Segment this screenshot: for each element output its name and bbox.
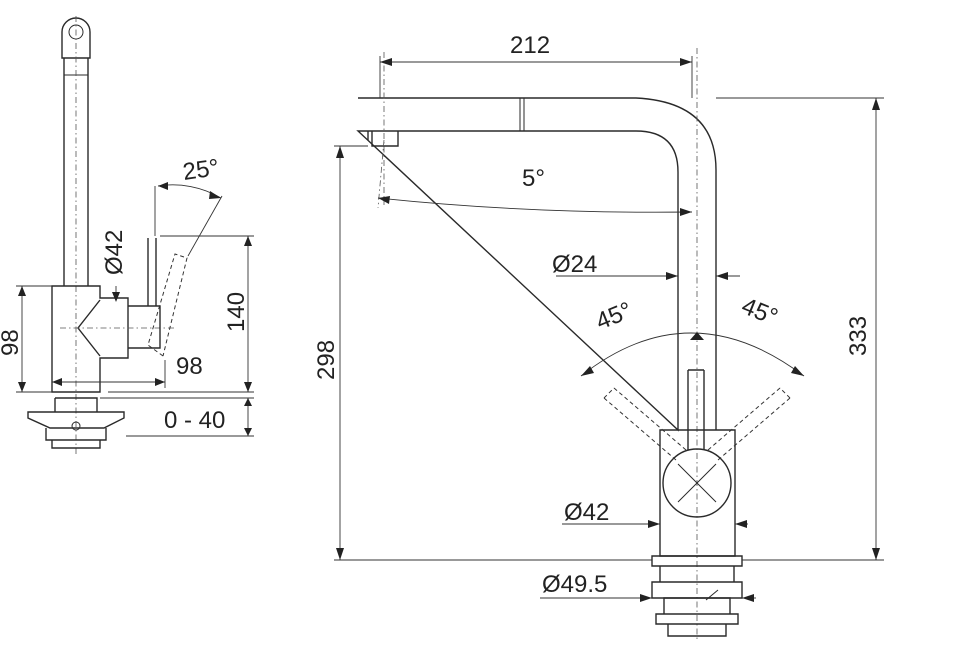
front-298-arrow-bottom bbox=[336, 548, 344, 560]
side-angle-arrow-a bbox=[158, 182, 168, 190]
side-reach-arrow-right bbox=[155, 378, 165, 386]
front-spout bbox=[356, 97, 717, 432]
side-height-label: 140 bbox=[223, 292, 250, 332]
front-298-arrow-top bbox=[336, 146, 344, 158]
front-view: 212 5° Ø24 45° 45° Ø42 Ø49.5 bbox=[313, 32, 884, 640]
front-body-dia-label: Ø42 bbox=[564, 499, 609, 526]
front-height-total-label: 333 bbox=[845, 316, 872, 356]
side-reach-arrow-left bbox=[52, 378, 62, 386]
side-top-knob bbox=[61, 17, 91, 59]
side-base-plate bbox=[27, 411, 125, 429]
side-body bbox=[51, 285, 129, 393]
front-handle-left bbox=[603, 387, 687, 461]
side-angle-ext-2 bbox=[187, 195, 223, 257]
side-handle-dia-arrow bbox=[112, 292, 120, 302]
front-angle-arrow-left bbox=[581, 366, 594, 376]
front-angle-left-label: 45° bbox=[592, 297, 636, 336]
front-width-label: 212 bbox=[510, 32, 550, 59]
side-140-arrow-top bbox=[244, 236, 252, 246]
side-view: 25° Ø42 140 98 98 0 - 40 bbox=[0, 16, 254, 455]
front-tilt-line bbox=[377, 139, 385, 209]
front-angle-arc bbox=[580, 332, 805, 377]
front-spout-dia-arrow-b bbox=[716, 272, 728, 280]
front-spray-head bbox=[367, 131, 399, 147]
front-angle-right-label: 45° bbox=[738, 293, 782, 332]
side-riser bbox=[63, 58, 89, 286]
side-base-bolt bbox=[71, 421, 81, 431]
side-deck-arrow-bottom bbox=[244, 428, 252, 436]
front-body-dia-arrow-b bbox=[735, 520, 747, 528]
front-angle-arrow-top bbox=[690, 332, 704, 340]
front-tilt-arc bbox=[377, 197, 693, 213]
front-height-spout-label: 298 bbox=[313, 340, 340, 380]
front-spout-dia-label: Ø24 bbox=[552, 251, 597, 278]
front-angle-arrow-right bbox=[791, 366, 804, 376]
side-98-arrow-bottom bbox=[18, 382, 26, 392]
front-handle-hub bbox=[662, 448, 732, 518]
side-deck-label: 0 - 40 bbox=[164, 407, 225, 434]
side-deck-arrow-top bbox=[244, 398, 252, 406]
front-tilt-label: 5° bbox=[522, 165, 545, 192]
front-tilt-arrow-left bbox=[378, 196, 390, 204]
side-handle-dia-label: Ø42 bbox=[101, 230, 128, 275]
front-212-arrow-left bbox=[380, 58, 392, 66]
front-handle bbox=[687, 369, 705, 450]
front-base-dia-label: Ø49.5 bbox=[542, 571, 607, 598]
front-hub-cross-b bbox=[677, 463, 717, 503]
side-angle-arrow-b bbox=[209, 191, 221, 199]
side-handle-tilted bbox=[147, 253, 188, 357]
side-angle-label: 25° bbox=[181, 154, 221, 186]
front-212-arrow-right bbox=[680, 58, 692, 66]
front-base-dia-arrow-a bbox=[640, 594, 652, 602]
front-base-dia-arrow-b bbox=[742, 594, 754, 602]
side-height-left-label: 98 bbox=[0, 329, 24, 356]
front-tilt-arrow-right bbox=[680, 208, 692, 216]
side-98-arrow-top bbox=[18, 286, 26, 296]
side-handle bbox=[128, 238, 161, 349]
front-spout-dia-arrow-a bbox=[666, 272, 678, 280]
front-base-detail bbox=[705, 589, 719, 601]
front-333-arrow-bottom bbox=[872, 548, 880, 560]
side-140-arrow-bottom bbox=[244, 382, 252, 392]
front-body-dia-arrow-a bbox=[648, 520, 660, 528]
front-333-arrow-top bbox=[872, 98, 880, 110]
side-reach-label: 98 bbox=[176, 353, 203, 380]
side-base-nut bbox=[45, 397, 107, 449]
front-handle-right bbox=[707, 387, 791, 461]
